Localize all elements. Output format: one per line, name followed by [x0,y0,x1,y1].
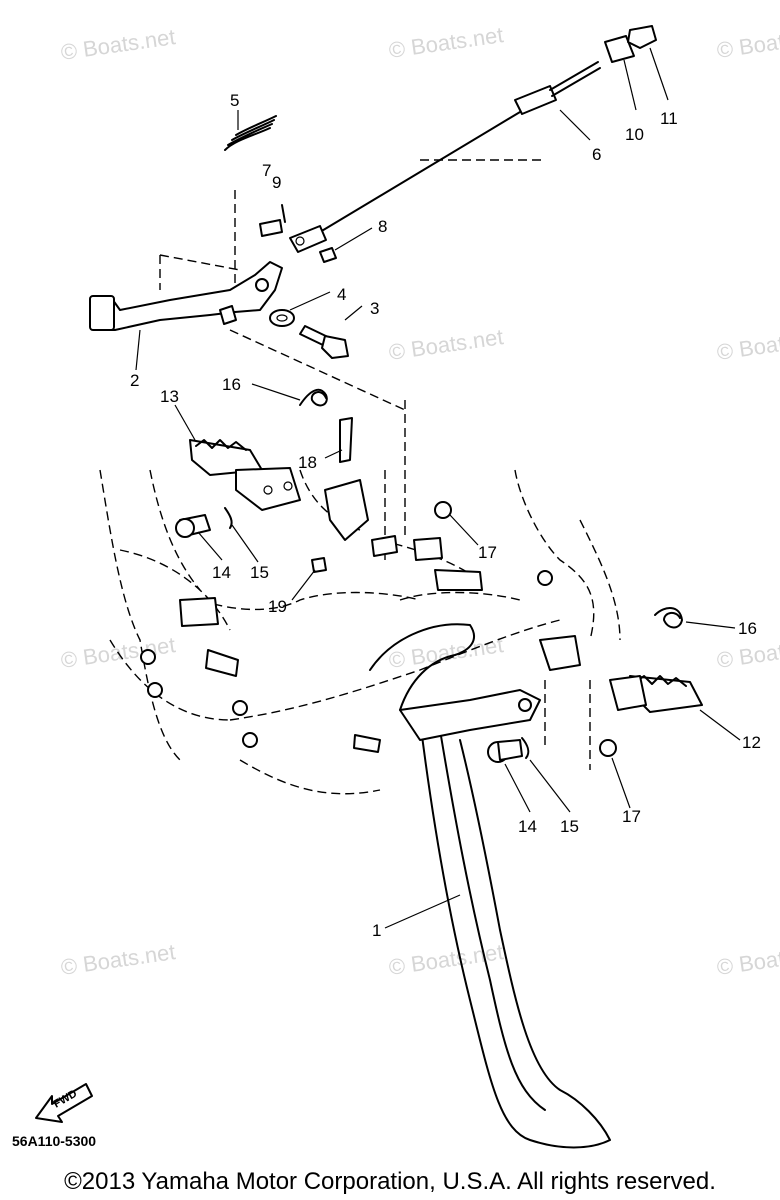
callout-1: 1 [372,921,381,940]
callouts: 1 2 3 4 5 6 7 8 9 10 11 12 13 14 15 16 1… [130,91,761,940]
return-spring [224,115,277,151]
callout-5: 5 [230,91,239,110]
watermark: © Boats.net [59,24,177,65]
callout-7: 7 [262,161,271,180]
callout-12: 12 [742,733,761,752]
leader-lines [135,47,741,929]
copyright-notice: ©2013 Yamaha Motor Corporation, U.S.A. A… [64,1168,716,1195]
footrest-bracket [324,479,369,541]
callout-10: 10 [625,125,644,144]
callout-6: 6 [592,145,601,164]
left-footrest [189,439,301,511]
rod-spacer [604,35,635,63]
callout-17: 17 [622,807,641,826]
watermarks: © Boats.net © Boats.net © Boats.net © Bo… [59,22,780,980]
watermark: © Boats.net [59,939,177,980]
watermark: © Boats.net [715,632,780,673]
watermark: © Boats.net [715,324,780,365]
callout-15: 15 [560,817,579,836]
cotter-pin [281,204,286,223]
clip [224,507,233,529]
callout-9: 9 [272,173,281,192]
frame-nut [599,739,617,757]
callout-8: 8 [378,217,387,236]
pivot-bolt [299,325,349,359]
callout-13: 13 [160,387,179,406]
callout-11: 11 [660,109,678,128]
frame-nut [434,501,452,519]
watermark: © Boats.net [387,324,505,365]
callout-4: 4 [337,285,346,304]
callout-16: 16 [738,619,757,638]
watermark: © Boats.net [387,939,505,980]
pivot-hole-icon [518,698,532,712]
frame-outline [99,159,621,795]
watermark: © Boats.net [387,22,505,63]
footrest-spring [654,607,683,629]
callout-2: 2 [130,371,139,390]
callout-16: 16 [222,375,241,394]
callout-3: 3 [370,299,379,318]
pivot-hole-icon [255,278,269,292]
watermark: © Boats.net [715,939,780,980]
bracket-nut [311,557,327,573]
fwd-arrow-icon: FWD [35,1083,93,1123]
callout-14: 14 [518,817,537,836]
brake-pedal [89,261,283,331]
drawing-code: 56A110-5300 [12,1133,96,1149]
callout-15: 15 [250,563,269,582]
side-stand [369,623,611,1149]
callout-19: 19 [268,597,287,616]
rod-nut [319,247,337,263]
clip [521,737,530,759]
footrest-spring [299,388,328,407]
watermark: © Boats.net [715,22,780,63]
callout-14: 14 [212,563,231,582]
callout-18: 18 [298,453,317,472]
right-footrest [539,635,703,713]
callout-17: 17 [478,543,497,562]
clevis-pin [259,219,283,237]
bracket-bolt [339,417,353,463]
adjust-nut [627,25,657,49]
brake-rod [289,61,601,253]
washer-icon [269,309,295,327]
